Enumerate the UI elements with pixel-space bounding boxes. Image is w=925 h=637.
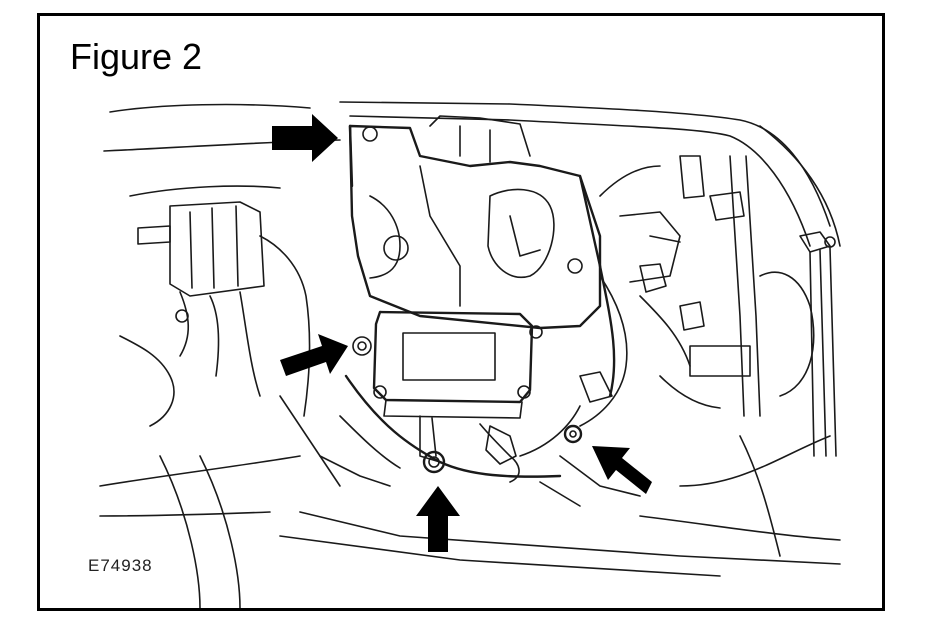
body-panel-lines xyxy=(99,101,841,608)
bottom-center-arrow xyxy=(416,486,460,552)
right-arrow xyxy=(592,446,652,494)
mounting-bracket xyxy=(348,115,602,330)
figure-frame: Figure 2 xyxy=(37,13,885,611)
wiring-harness xyxy=(279,374,641,507)
technical-illustration xyxy=(99,101,841,608)
figure-title: Figure 2 xyxy=(70,36,203,77)
callout-arrows xyxy=(272,114,652,552)
middle-left-arrow xyxy=(280,334,348,376)
figure-code: E74938 xyxy=(88,556,153,575)
control-module xyxy=(352,310,543,419)
left-relay-block xyxy=(119,201,311,427)
top-left-arrow xyxy=(272,114,338,162)
right-rod-assembly xyxy=(759,231,837,457)
right-connectors xyxy=(579,155,761,427)
